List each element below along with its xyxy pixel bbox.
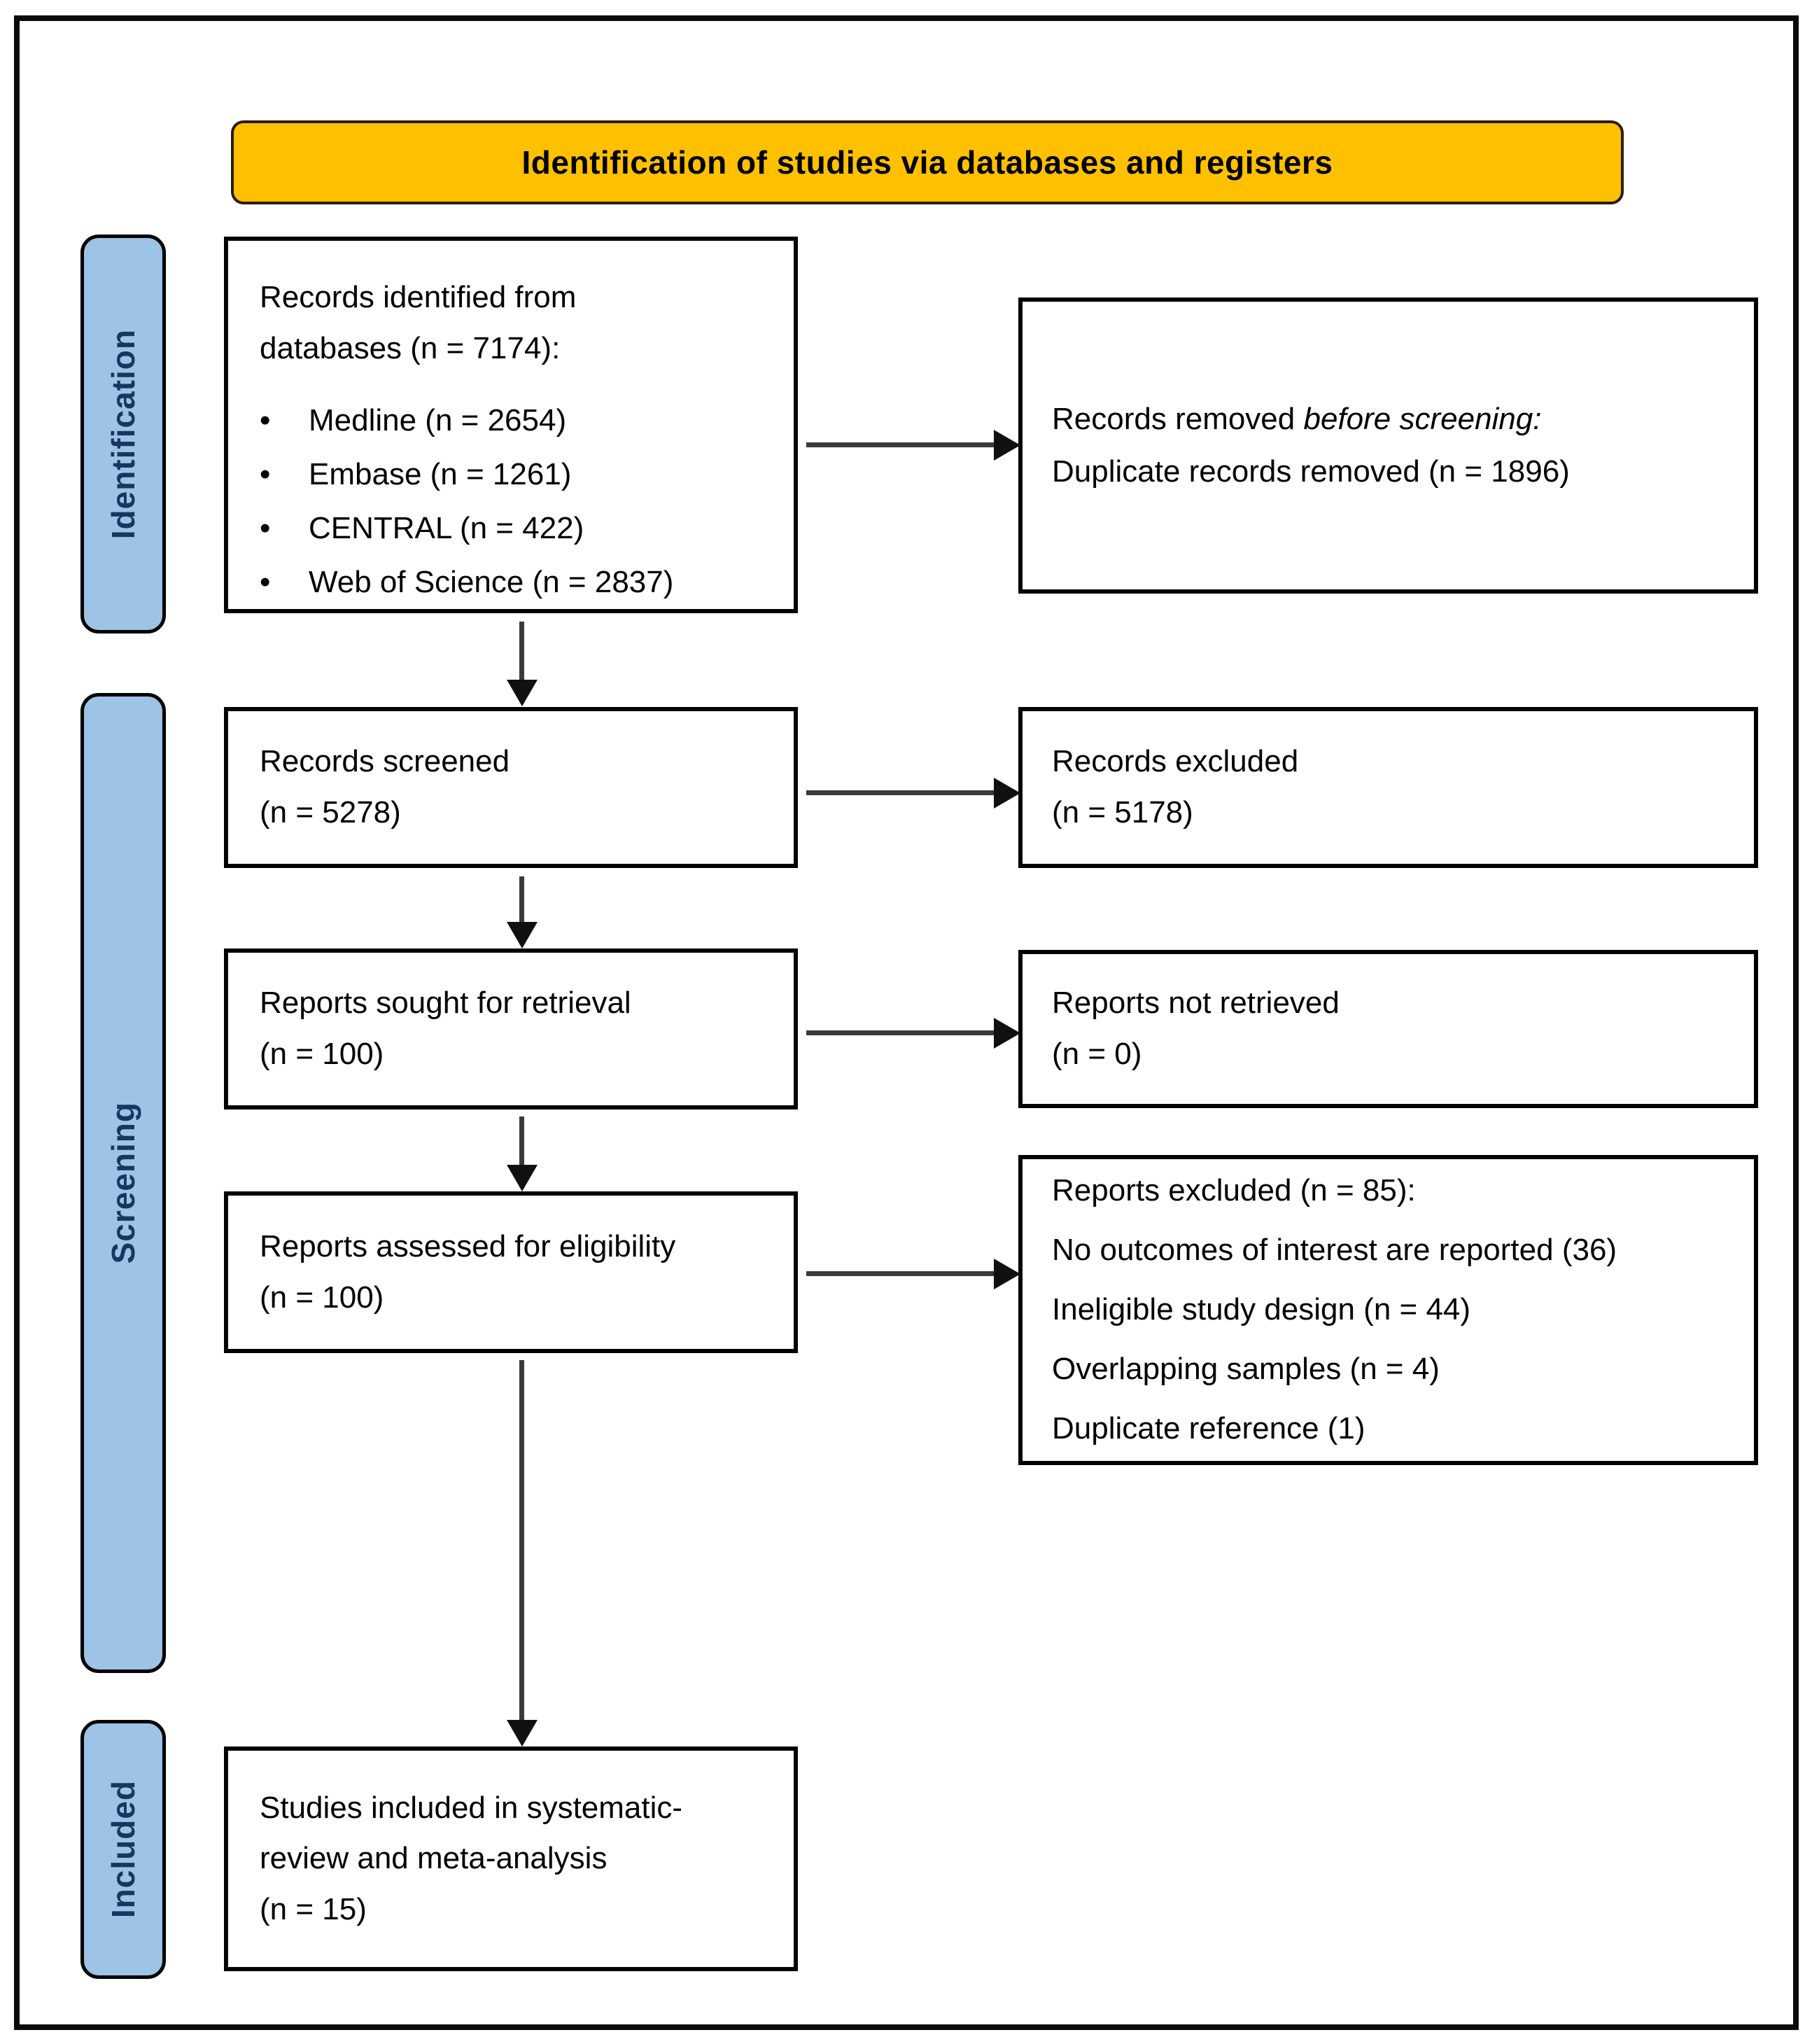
bullet-icon: •: [260, 457, 271, 491]
records-excluded-line-1: Records excluded: [1052, 744, 1299, 779]
box-reports-assessed: Reports assessed for eligibility (n = 10…: [224, 1191, 798, 1353]
reports-excluded-line-4: Overlapping samples (n = 4): [1052, 1351, 1440, 1386]
stage-bar-included: Included: [80, 1720, 166, 1979]
database-item-medline-text: Medline (n = 2654): [309, 403, 567, 438]
database-item-medline: • Medline (n = 2654): [260, 393, 794, 447]
banner-title-text: Identification of studies via databases …: [521, 144, 1333, 181]
reports-sought-line-1: Reports sought for retrieval: [260, 986, 631, 1021]
database-item-central: • CENTRAL (n = 422): [260, 501, 794, 555]
stage-bar-identification: Identification: [80, 234, 166, 634]
arrow-screened-to-sought: [519, 876, 524, 944]
box-records-removed: Records removed before screening: Duplic…: [1018, 298, 1758, 594]
box-reports-sought: Reports sought for retrieval (n = 100): [224, 948, 798, 1110]
arrow-assessed-to-included: [519, 1360, 524, 1742]
box-reports-excluded: Reports excluded (n = 85): No outcomes o…: [1018, 1155, 1758, 1465]
diagram-outer-border: [14, 15, 1799, 2030]
database-item-web-of-science-text: Web of Science (n = 2837): [309, 565, 674, 599]
records-removed-prefix: Records removed: [1052, 401, 1304, 436]
records-identified-spacer: [260, 374, 794, 393]
box-records-identified: Records identified from databases (n = 7…: [224, 237, 798, 613]
records-removed-line-1: Records removed before screening:: [1052, 393, 1754, 446]
stage-label-included: Included: [105, 1780, 141, 1919]
database-item-embase-text: Embase (n = 1261): [309, 457, 572, 491]
studies-included-line-1: Studies included in systematic-: [260, 1790, 683, 1825]
reports-assessed-line-1: Reports assessed for eligibility: [260, 1228, 676, 1264]
reports-not-retrieved-line-2: (n = 0): [1052, 1037, 1142, 1071]
reports-excluded-line-1: Reports excluded (n = 85):: [1052, 1173, 1416, 1208]
reports-excluded-line-5: Duplicate reference (1): [1052, 1410, 1365, 1446]
records-removed-line-2: Duplicate records removed (n = 1896): [1052, 454, 1570, 489]
records-excluded-line-2: (n = 5178): [1052, 795, 1193, 830]
box-studies-included: Studies included in systematic- review a…: [224, 1746, 798, 1971]
arrow-screened-to-excluded: [806, 790, 1016, 795]
arrow-sought-to-assessed: [519, 1116, 524, 1187]
reports-sought-line-2: (n = 100): [260, 1037, 384, 1071]
studies-included-line-2: review and meta-analysis: [260, 1841, 607, 1876]
bullet-icon: •: [260, 511, 271, 545]
database-item-embase: • Embase (n = 1261): [260, 447, 794, 501]
reports-not-retrieved-line-1: Reports not retrieved: [1052, 986, 1340, 1021]
banner-title: Identification of studies via databases …: [231, 120, 1624, 204]
bullet-icon: •: [260, 565, 271, 599]
reports-assessed-line-2: (n = 100): [260, 1280, 384, 1315]
records-screened-line-1: Records screened: [260, 744, 510, 779]
arrow-sought-to-not-retrieved: [806, 1030, 1016, 1035]
reports-excluded-line-2: No outcomes of interest are reported (36…: [1052, 1233, 1617, 1268]
box-reports-not-retrieved: Reports not retrieved (n = 0): [1018, 950, 1758, 1108]
reports-excluded-line-3: Ineligible study design (n = 44): [1052, 1292, 1471, 1327]
bullet-icon: •: [260, 403, 271, 438]
box-records-excluded: Records excluded (n = 5178): [1018, 707, 1758, 868]
records-removed-italic: before screening:: [1303, 401, 1542, 436]
records-identified-line-2: databases (n = 7174):: [260, 330, 561, 365]
studies-included-line-3: (n = 15): [260, 1891, 367, 1926]
box-records-screened: Records screened (n = 5278): [224, 707, 798, 868]
arrow-identified-to-removed: [806, 442, 1016, 447]
stage-label-screening: Screening: [105, 1102, 141, 1264]
database-item-central-text: CENTRAL (n = 422): [309, 511, 584, 545]
records-identified-line-1: Records identified from: [260, 280, 577, 314]
arrow-identified-to-screened: [519, 622, 524, 702]
database-item-web-of-science: • Web of Science (n = 2837): [260, 555, 794, 609]
stage-label-identification: Identification: [105, 328, 141, 540]
arrow-assessed-to-reports-excluded: [806, 1271, 1016, 1276]
stage-bar-screening: Screening: [80, 693, 166, 1673]
records-screened-line-2: (n = 5278): [260, 795, 401, 830]
